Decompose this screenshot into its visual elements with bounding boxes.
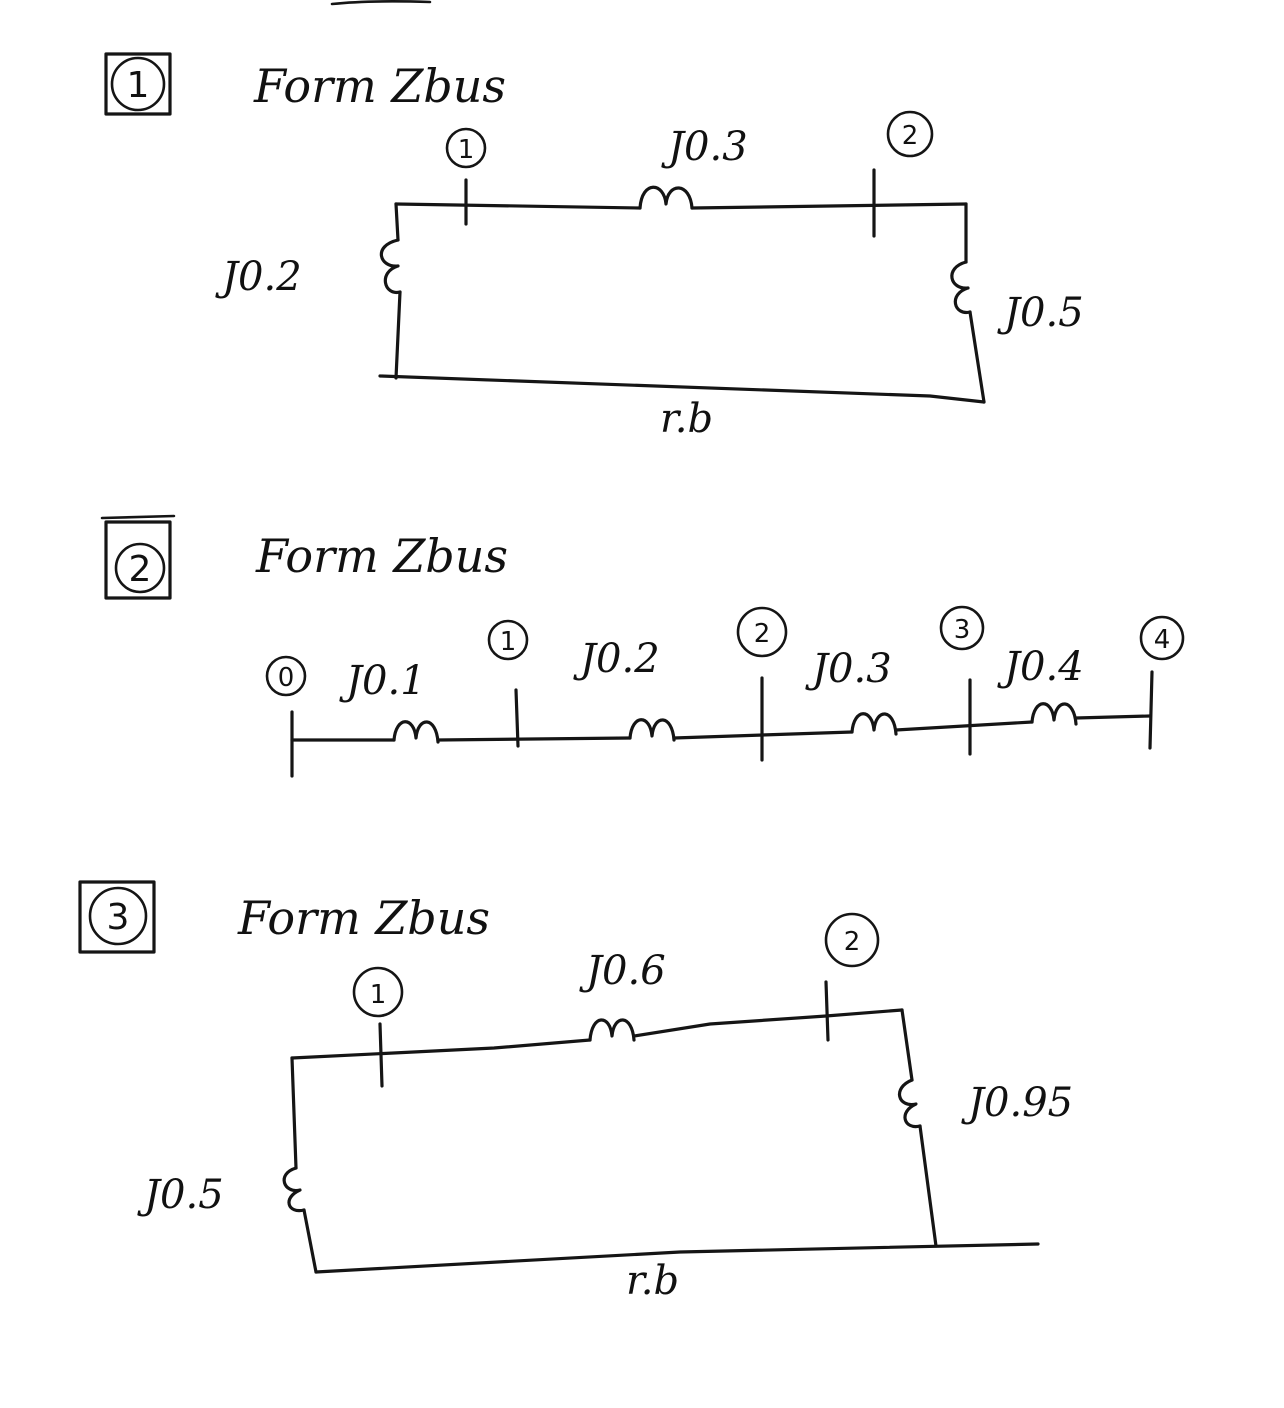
problem-2-box-double-line (100, 514, 176, 520)
problem-2-bus-4-label: 4 (1154, 625, 1171, 655)
problem-2-line-seg-b (436, 736, 632, 742)
problem-2-number-box (104, 520, 172, 600)
problem-2-line-seg-d (894, 720, 1034, 732)
problem-1-reference-bus (378, 374, 986, 404)
problem-3-right-branch-inductor (898, 1078, 922, 1129)
problem-3-left-branch-bottom (302, 1208, 318, 1274)
problem-1: 1 Form Zbus 1 2 J0.3 J0.2 J0.5 r.b (104, 52, 1084, 442)
problem-2-impedance-2-3: J0.3 (805, 646, 892, 692)
problem-1-line-impedance: J0.3 (661, 124, 748, 170)
problem-2-inductor-0-1 (392, 720, 440, 744)
problem-3: 3 Form Zbus 1 2 J0.6 J0.5 J0.95 r.b (78, 880, 1073, 1304)
problem-2-bus-0-marker (265, 655, 307, 697)
problem-2: 2 Form Zbus 0 1 2 3 4 J0.1 J0.2 J0.3 J0.… (100, 514, 1185, 778)
problem-2-impedance-3-4: J0.4 (997, 644, 1084, 690)
problem-3-left-branch-top (290, 1056, 298, 1170)
problem-1-line-inductor (638, 185, 694, 210)
problem-3-line-right (632, 1008, 904, 1038)
problem-3-line-impedance: J0.6 (579, 948, 666, 994)
problem-3-bus-1-label: 1 (370, 980, 387, 1010)
problem-2-bus-2-marker (736, 606, 788, 658)
problem-3-left-branch-inductor (282, 1166, 306, 1213)
problem-2-bus-3-label: 3 (954, 615, 971, 645)
problem-2-bus-4-bar (1148, 670, 1154, 750)
problem-3-line-inductor (588, 1018, 636, 1042)
problem-3-bus-2-bar (824, 980, 830, 1042)
problem-2-number: 2 (129, 549, 152, 590)
problem-3-left-branch-impedance: J0.5 (137, 1172, 224, 1218)
problem-3-bus-1-marker (352, 966, 404, 1018)
problem-1-number-box (104, 52, 172, 116)
problem-2-bus-2-label: 2 (754, 619, 771, 649)
problem-2-title: Form Zbus (255, 529, 508, 583)
problem-3-right-branch-top (900, 1008, 914, 1082)
problem-3-bus-2-marker (824, 912, 880, 968)
stray-pen-mark (330, 0, 432, 6)
problem-3-number: 3 (107, 897, 130, 938)
problem-2-bus-1-label: 1 (500, 627, 517, 657)
problem-1-left-branch-impedance: J0.2 (215, 254, 302, 300)
problem-2-inductor-2-3 (850, 712, 898, 736)
problem-2-impedance-0-1: J0.1 (339, 658, 426, 704)
problem-2-bus-4-marker (1139, 615, 1185, 661)
problem-1-bus-1-marker (445, 127, 487, 169)
problem-3-reference-bus (314, 1242, 1040, 1274)
problem-1-bus-2-label: 2 (902, 121, 919, 151)
problem-1-line-left (394, 202, 642, 210)
problem-3-number-box (78, 880, 156, 954)
problem-1-number: 1 (127, 65, 150, 106)
problem-1-right-branch-inductor (950, 260, 972, 314)
problem-3-right-branch-bottom (918, 1124, 938, 1248)
problem-1-title: Form Zbus (253, 59, 506, 113)
problem-3-line-left (290, 1038, 592, 1060)
problem-2-number-circle (114, 542, 166, 594)
problem-1-bus-2-marker (886, 110, 934, 158)
problem-3-title: Form Zbus (237, 891, 490, 945)
problem-3-right-branch-impedance: J0.95 (961, 1080, 1073, 1126)
problem-1-right-branch-impedance: J0.5 (997, 290, 1084, 336)
problem-2-bus-1-marker (487, 619, 529, 661)
problem-3-reference-label: r.b (626, 1258, 679, 1304)
problem-2-line-seg-e (1074, 714, 1152, 720)
problem-2-bus-0-label: 0 (278, 663, 295, 693)
problem-1-reference-label: r.b (660, 396, 713, 442)
problem-1-left-branch-bottom (394, 290, 402, 380)
problem-1-number-circle (110, 56, 166, 112)
problem-2-bus-1-bar (514, 688, 520, 748)
problem-2-line-seg-c (672, 730, 854, 740)
problem-2-impedance-1-2: J0.2 (573, 636, 660, 682)
problem-3-number-circle (88, 886, 148, 946)
problem-2-inductor-1-2 (628, 718, 676, 742)
problem-2-bus-3-marker (939, 605, 985, 651)
problem-1-left-branch-top (394, 202, 400, 242)
problem-2-inductor-3-4 (1030, 702, 1078, 726)
problem-1-right-branch-bottom (968, 310, 986, 404)
problem-3-bus-2-label: 2 (844, 927, 861, 957)
problem-1-bus-1-label: 1 (458, 135, 475, 165)
problem-1-line-right (690, 202, 968, 210)
problem-1-left-branch-inductor (379, 238, 402, 294)
